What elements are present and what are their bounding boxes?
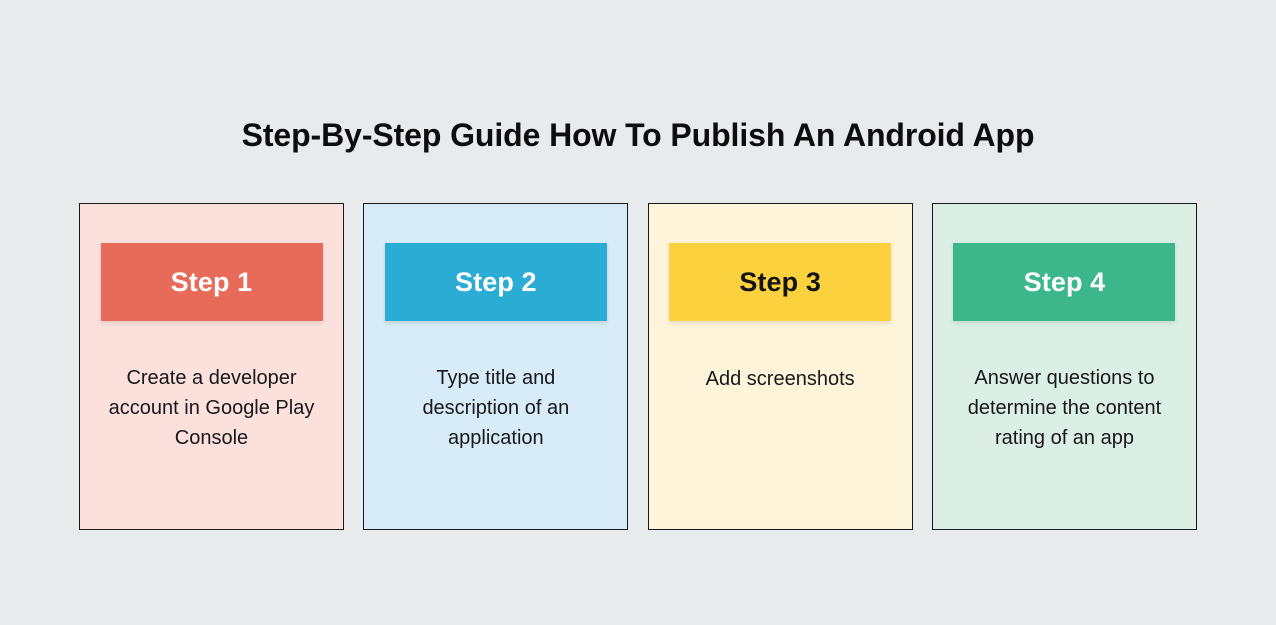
page-title: Step-By-Step Guide How To Publish An And… <box>241 117 1035 154</box>
step-description-3: Add screenshots <box>705 368 855 390</box>
step-badge-1: Step 1 <box>100 243 323 321</box>
step-description-2: Type title and description of an applica… <box>422 367 570 449</box>
step-badge-4: Step 4 <box>953 243 1176 321</box>
step-badge-2: Step 2 <box>384 243 607 321</box>
step-card-1: Step 1 Create a developer account in Goo… <box>79 203 344 530</box>
step-badge-3: Step 3 <box>669 243 892 321</box>
step-description-1: Create a developer account in Google Pla… <box>108 367 315 449</box>
step-card-2: Step 2 Type title and description of an … <box>363 203 629 530</box>
step-card-4: Step 4 Answer questions to determine the… <box>931 203 1197 530</box>
step-description-4: Answer questions to determine the conten… <box>967 367 1162 449</box>
step-card-3: Step 3 Add screenshots <box>647 203 913 530</box>
step-cards-row: Step 1 Create a developer account in Goo… <box>79 203 1197 530</box>
